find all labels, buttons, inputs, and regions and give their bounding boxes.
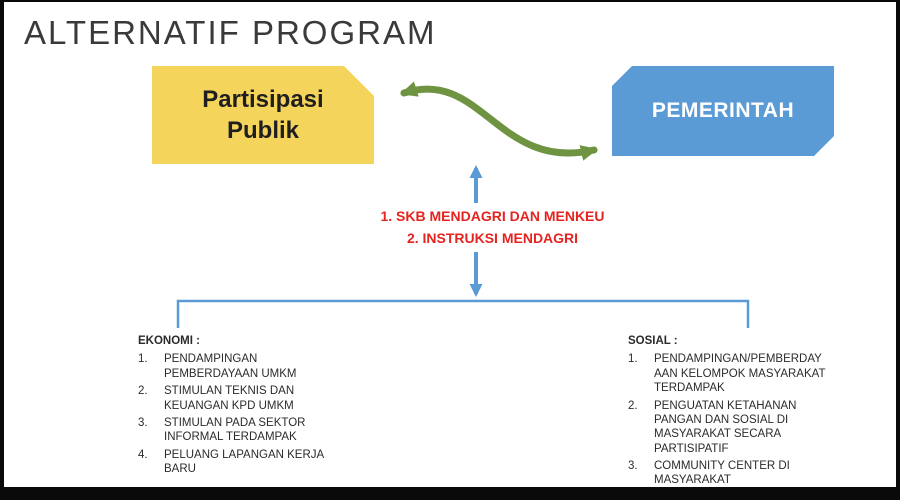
list-item: 2. STIMULAN TEKNIS DAN KEUANGAN KPD UMKM (138, 384, 388, 413)
social-column: SOSIAL : 1. PENDAMPINGAN/PEMBERDAY AAN K… (628, 334, 890, 491)
item-number: 1. (628, 353, 638, 366)
list-item: 4. PELUANG LAPANGAN KERJA BARU (138, 448, 388, 477)
item-text: PENDAMPINGAN PEMBERDAYAAN UMKM (164, 353, 297, 380)
item-text: STIMULAN PADA SEKTOR INFORMAL TERDAMPAK (164, 416, 306, 444)
page-title: ALTERNATIF PROGRAM (24, 14, 437, 51)
item-number: 2. (628, 399, 638, 412)
item-text: PENGUATAN KETAHANAN PANGAN DAN SOSIAL DI… (654, 399, 797, 455)
list-item: 2. PENGUATAN KETAHANAN PANGAN DAN SOSIAL… (628, 399, 890, 457)
bracket-connector (176, 299, 750, 328)
curved-double-arrow (400, 81, 598, 161)
item-number: 4. (138, 448, 148, 461)
item-number: 1. (138, 353, 148, 366)
item-number: 2. (138, 385, 148, 398)
list-item: 3. COMMUNITY CENTER DI MASYARAKAT (628, 459, 890, 488)
list-item: 1. PENDAMPINGAN PEMBERDAYAAN UMKM (138, 352, 388, 381)
connector-note-1: 1. SKB MENDAGRI DAN MENKEU (380, 208, 605, 224)
public-participation-label: Partisipasi Publik (202, 85, 324, 144)
social-heading: SOSIAL : (628, 335, 678, 347)
item-text: PELUANG LAPANGAN KERJA BARU (164, 448, 325, 475)
economy-heading: EKONOMI : (138, 335, 200, 347)
government-box: PEMERINTAH (612, 66, 834, 156)
connector-note-2: 2. INSTRUKSI MENDAGRI (406, 230, 579, 247)
list-item: 3. STIMULAN PADA SEKTOR INFORMAL TERDAMP… (138, 416, 388, 445)
public-participation-box: Partisipasi Publik (152, 66, 374, 164)
item-text: PENDAMPINGAN/PEMBERDAY AAN KELOMPOK MASY… (654, 353, 826, 395)
item-text: STIMULAN TEKNIS DAN KEUANGAN KPD UMKM (164, 385, 295, 412)
item-number: 3. (628, 460, 638, 472)
item-number: 3. (138, 416, 148, 429)
item-text: COMMUNITY CENTER DI MASYARAKAT (654, 460, 790, 487)
list-item: 1. PENDAMPINGAN/PEMBERDAY AAN KELOMPOK M… (628, 352, 890, 395)
economy-column: EKONOMI : 1. PENDAMPINGAN PEMBERDAYAAN U… (138, 334, 388, 479)
connector-notes: 1. SKB MENDAGRI DAN MENKEU 2. INSTRUKSI … (320, 203, 665, 252)
government-label: PEMERINTAH (651, 99, 795, 122)
